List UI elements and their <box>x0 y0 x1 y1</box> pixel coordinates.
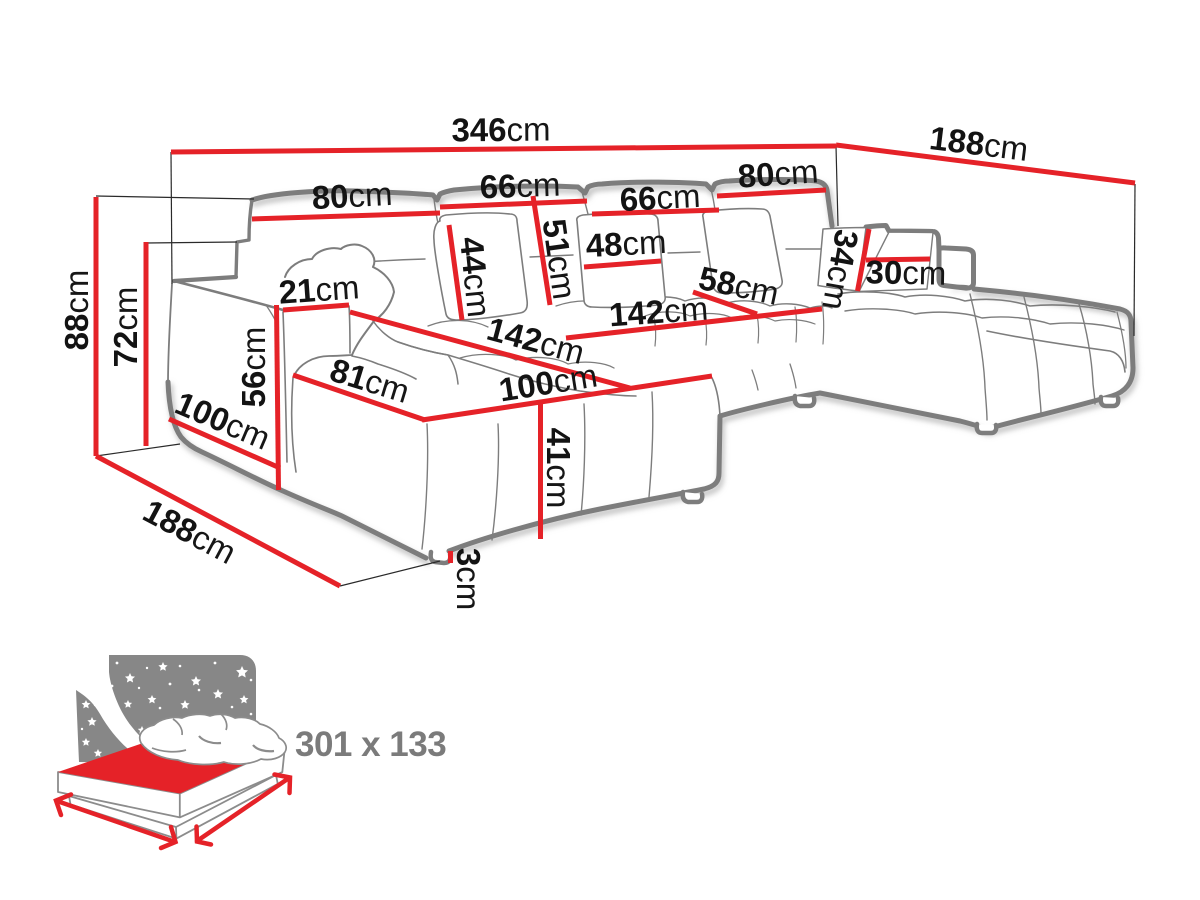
svg-text:88cm: 88cm <box>58 270 95 351</box>
svg-text:48cm: 48cm <box>585 222 668 263</box>
svg-text:41cm: 41cm <box>541 428 578 509</box>
svg-text:66cm: 66cm <box>619 176 702 217</box>
svg-text:3cm: 3cm <box>451 548 488 610</box>
svg-text:188cm: 188cm <box>928 119 1031 168</box>
svg-text:30cm: 30cm <box>865 253 946 291</box>
svg-text:66cm: 66cm <box>479 165 561 205</box>
svg-text:72cm: 72cm <box>107 287 144 368</box>
svg-text:34cm: 34cm <box>816 227 866 313</box>
svg-text:301 x 133: 301 x 133 <box>295 725 446 764</box>
svg-text:51cm: 51cm <box>536 216 584 301</box>
svg-text:80cm: 80cm <box>736 152 819 195</box>
svg-text:44cm: 44cm <box>453 235 498 319</box>
svg-text:21cm: 21cm <box>277 268 360 311</box>
svg-text:56cm: 56cm <box>235 327 272 408</box>
svg-text:346cm: 346cm <box>451 110 550 148</box>
svg-text:142cm: 142cm <box>608 289 709 333</box>
svg-text:81cm: 81cm <box>326 351 414 410</box>
svg-text:58cm: 58cm <box>696 259 783 312</box>
svg-text:100cm: 100cm <box>496 356 600 408</box>
svg-text:80cm: 80cm <box>311 174 394 215</box>
